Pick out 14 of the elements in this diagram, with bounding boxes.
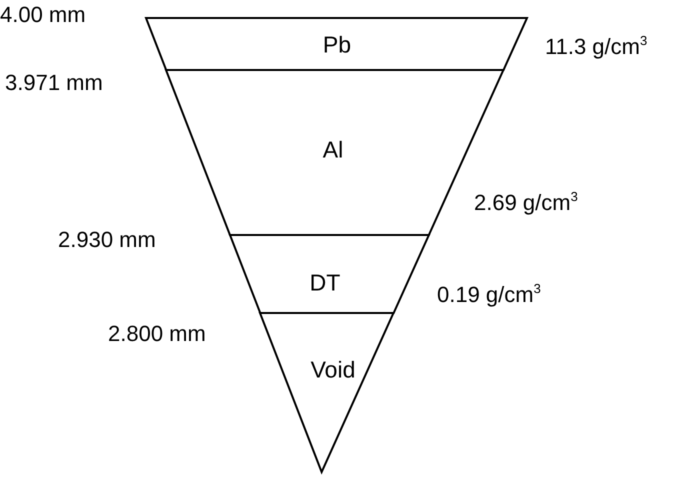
thickness-label: 3.971 mm xyxy=(5,70,103,96)
layer-label: DT xyxy=(310,270,340,296)
density-label: 2.69 g/cm$^{3}$ xyxy=(474,190,578,216)
density-label: 11.3 g/cm$^{3}$ xyxy=(545,34,648,60)
thickness-label: 4.00 mm xyxy=(0,2,86,28)
thickness-label: 2.800 mm xyxy=(108,321,206,347)
layer-band xyxy=(260,313,394,472)
layer-label: Pb xyxy=(322,32,352,58)
density-label: 0.19 g/cm$^{3}$ xyxy=(437,282,541,308)
layer-label: Al xyxy=(322,136,344,164)
layer-band xyxy=(146,18,527,70)
layer-band xyxy=(230,235,429,313)
thickness-label: 2.930 mm xyxy=(58,227,156,253)
layer-label: Void xyxy=(310,356,356,384)
